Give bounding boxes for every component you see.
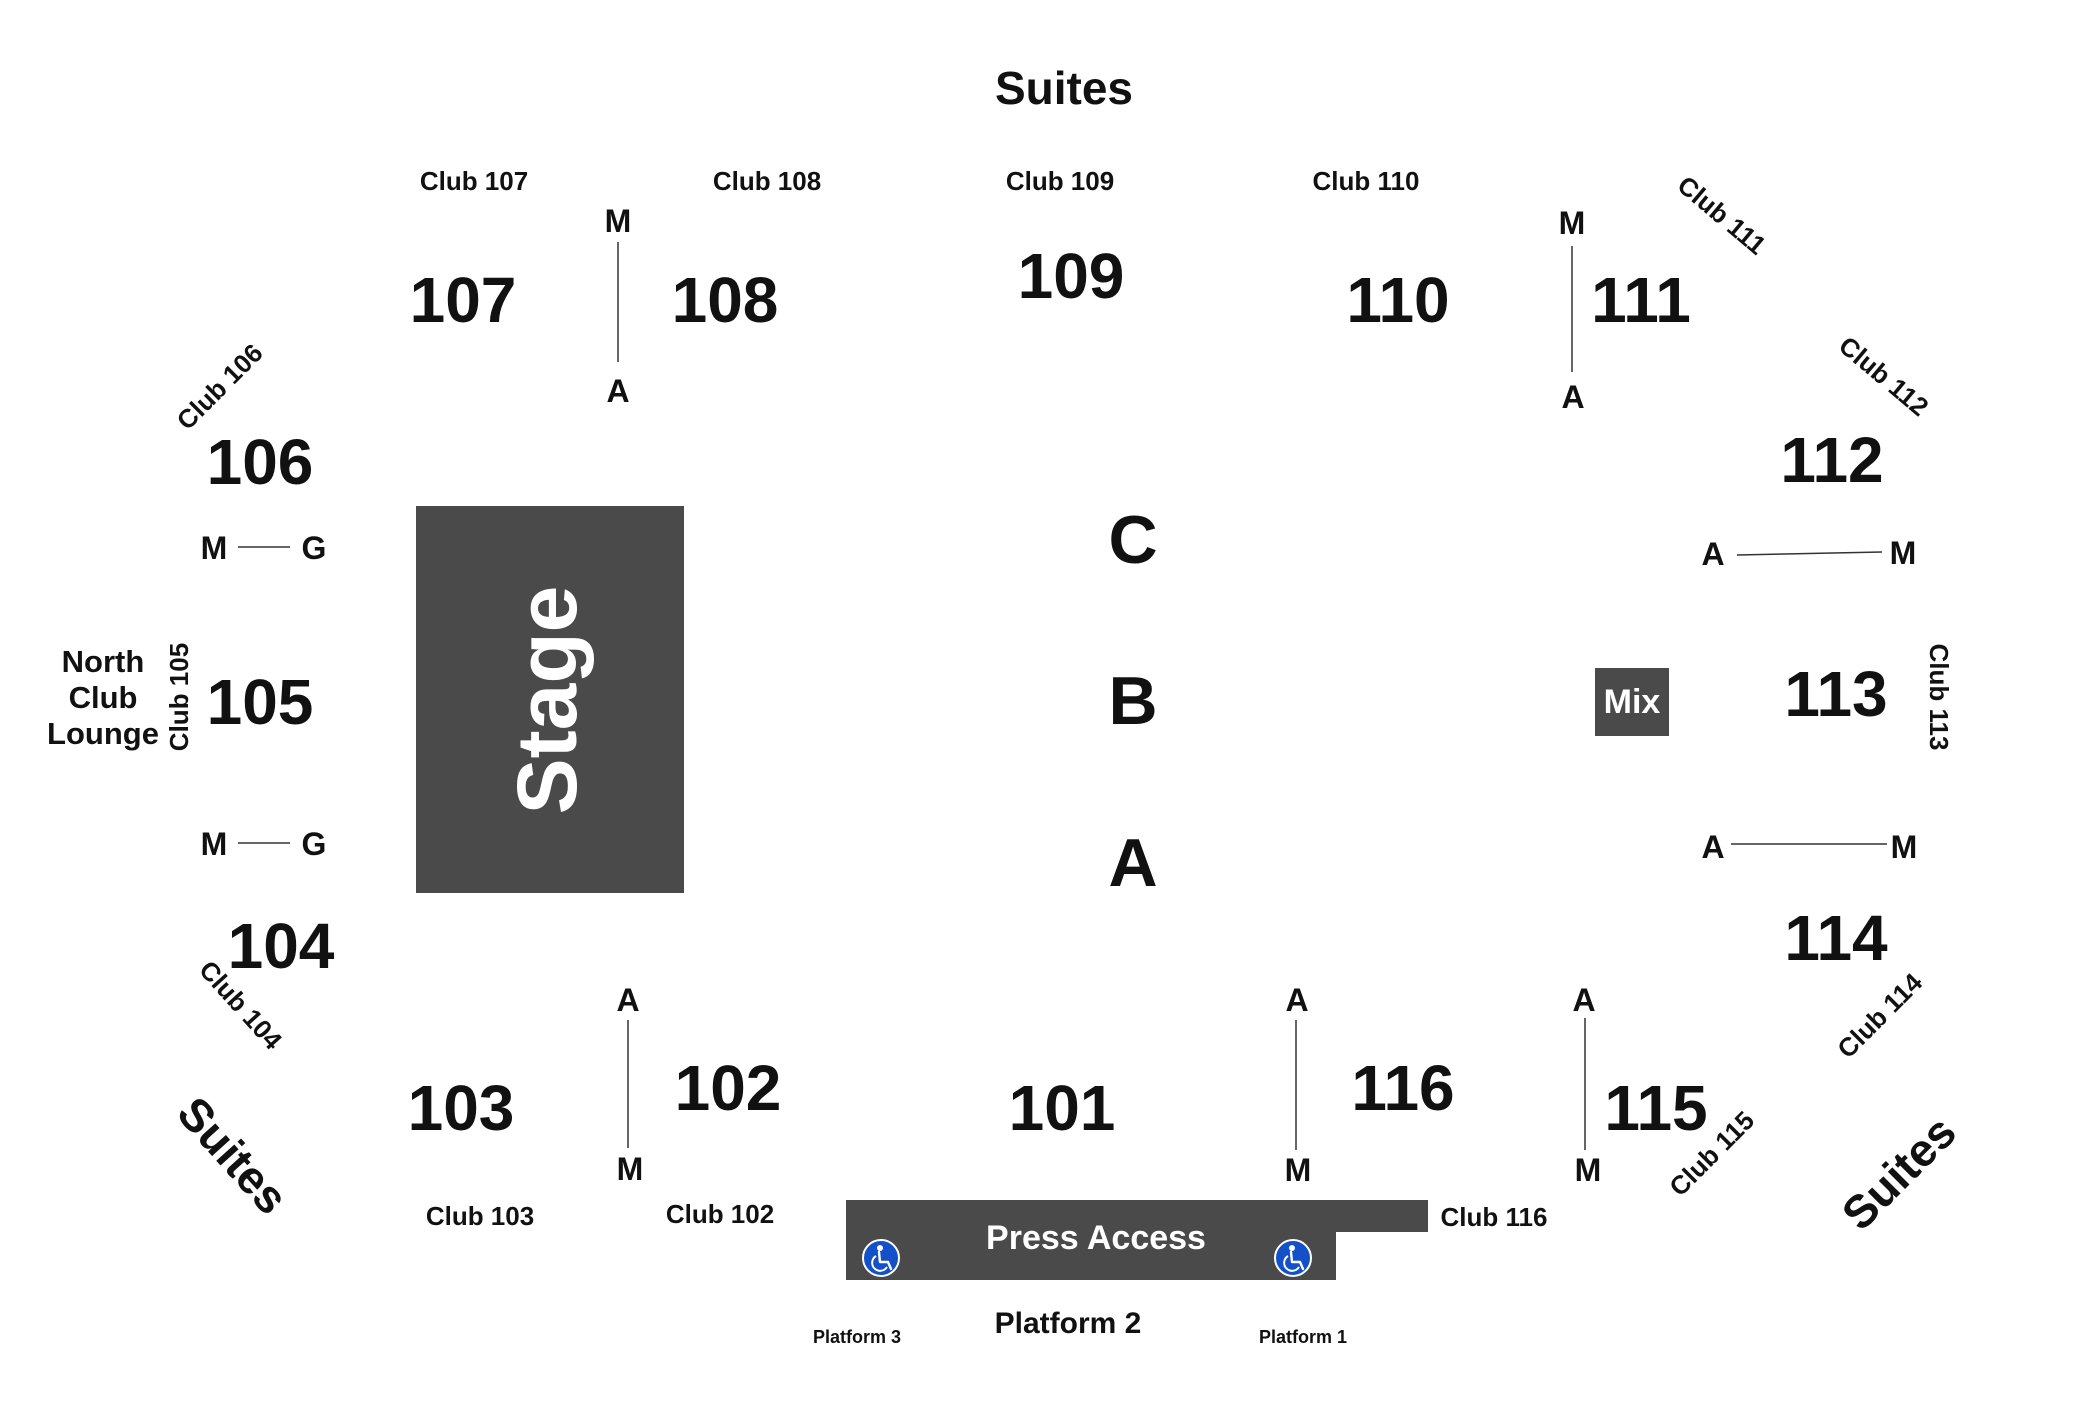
platform-2-label: Platform 2 (995, 1307, 1142, 1340)
aisle-marker-m: M (201, 530, 228, 566)
club-114-label: Club 114 (1831, 967, 1928, 1064)
suites-right-label: Suites (1831, 1105, 1965, 1239)
aisle-marker-m: M (201, 826, 228, 862)
aisle-marker-m: M (1890, 535, 1917, 571)
section-108[interactable]: 108 (672, 264, 779, 336)
section-113[interactable]: 113 (1784, 658, 1887, 730)
north-club-lounge-line-2: Club (69, 680, 138, 715)
aisle-marker-a: A (616, 982, 639, 1018)
wheelchair-icon (1274, 1239, 1312, 1277)
floor-row-a[interactable]: A (1108, 825, 1157, 901)
aisle-marker-a: A (606, 373, 629, 409)
club-105-label: Club 105 (164, 643, 194, 751)
section-114[interactable]: 114 (1784, 902, 1888, 974)
aisle-marker-a: A (1701, 829, 1724, 865)
aisle-marker-g: G (302, 530, 327, 566)
aisle-marker-g: G (302, 826, 327, 862)
club-112-label: Club 112 (1833, 330, 1934, 422)
platform-1-label: Platform 1 (1259, 1327, 1347, 1347)
mix-position (1595, 668, 1669, 736)
section-106[interactable]: 106 (207, 426, 314, 498)
aisle-marker-m: M (1575, 1152, 1602, 1188)
aisle-marker-m: M (617, 1151, 644, 1187)
section-112[interactable]: 112 (1780, 424, 1883, 496)
club-111-label: Club 111 (1672, 170, 1772, 261)
wheelchair-icon (862, 1239, 900, 1277)
section-115[interactable]: 115 (1604, 1072, 1707, 1144)
floor-row-c[interactable]: C (1108, 502, 1157, 578)
floor-row-b[interactable]: B (1108, 663, 1157, 739)
suites-left-label: Suites (167, 1087, 298, 1224)
club-103-label: Club 103 (426, 1201, 534, 1231)
club-107-label: Club 107 (420, 166, 528, 196)
aisle-marker-a: A (1561, 379, 1584, 415)
north-club-lounge-line-3: Lounge (47, 716, 159, 751)
aisle-marker-m: M (1891, 829, 1918, 865)
club-113-label: Club 113 (1924, 644, 1954, 751)
club-110-label: Club 110 (1313, 166, 1420, 196)
club-102-label: Club 102 (666, 1199, 774, 1229)
stage-block (416, 506, 684, 893)
section-103[interactable]: 103 (408, 1072, 515, 1144)
north-club-lounge-line-1: North (62, 644, 145, 679)
aisle-marker-a: A (1701, 536, 1724, 572)
section-102[interactable]: 102 (675, 1052, 782, 1124)
club-109-label: Club 109 (1006, 166, 1114, 196)
platform-3-label: Platform 3 (813, 1327, 901, 1347)
club-106-label: Club 106 (171, 338, 269, 436)
aisle-marker-a: A (1285, 982, 1308, 1018)
section-109[interactable]: 109 (1018, 240, 1125, 312)
section-111[interactable]: 111 (1591, 264, 1691, 336)
mix-label: Mix (1604, 683, 1661, 721)
section-104[interactable]: 104 (228, 910, 335, 982)
suites-top-label: Suites (995, 62, 1133, 114)
section-110[interactable]: 110 (1346, 264, 1449, 336)
section-101[interactable]: 101 (1009, 1072, 1116, 1144)
section-107[interactable]: 107 (410, 264, 517, 336)
aisle-marker-m: M (605, 203, 632, 239)
club-108-label: Club 108 (713, 166, 821, 196)
aisle-marker-m: M (1559, 205, 1586, 241)
section-105[interactable]: 105 (207, 666, 314, 738)
aisle-marker-m: M (1285, 1152, 1312, 1188)
club-116-label: Club 116 (1441, 1202, 1548, 1232)
aisle-marker-a: A (1572, 982, 1595, 1018)
aisle-line-112-113 (1736, 551, 1883, 556)
stage-label: Stage (500, 586, 594, 815)
press-access-label: Press Access (986, 1219, 1206, 1257)
section-116[interactable]: 116 (1351, 1052, 1454, 1124)
